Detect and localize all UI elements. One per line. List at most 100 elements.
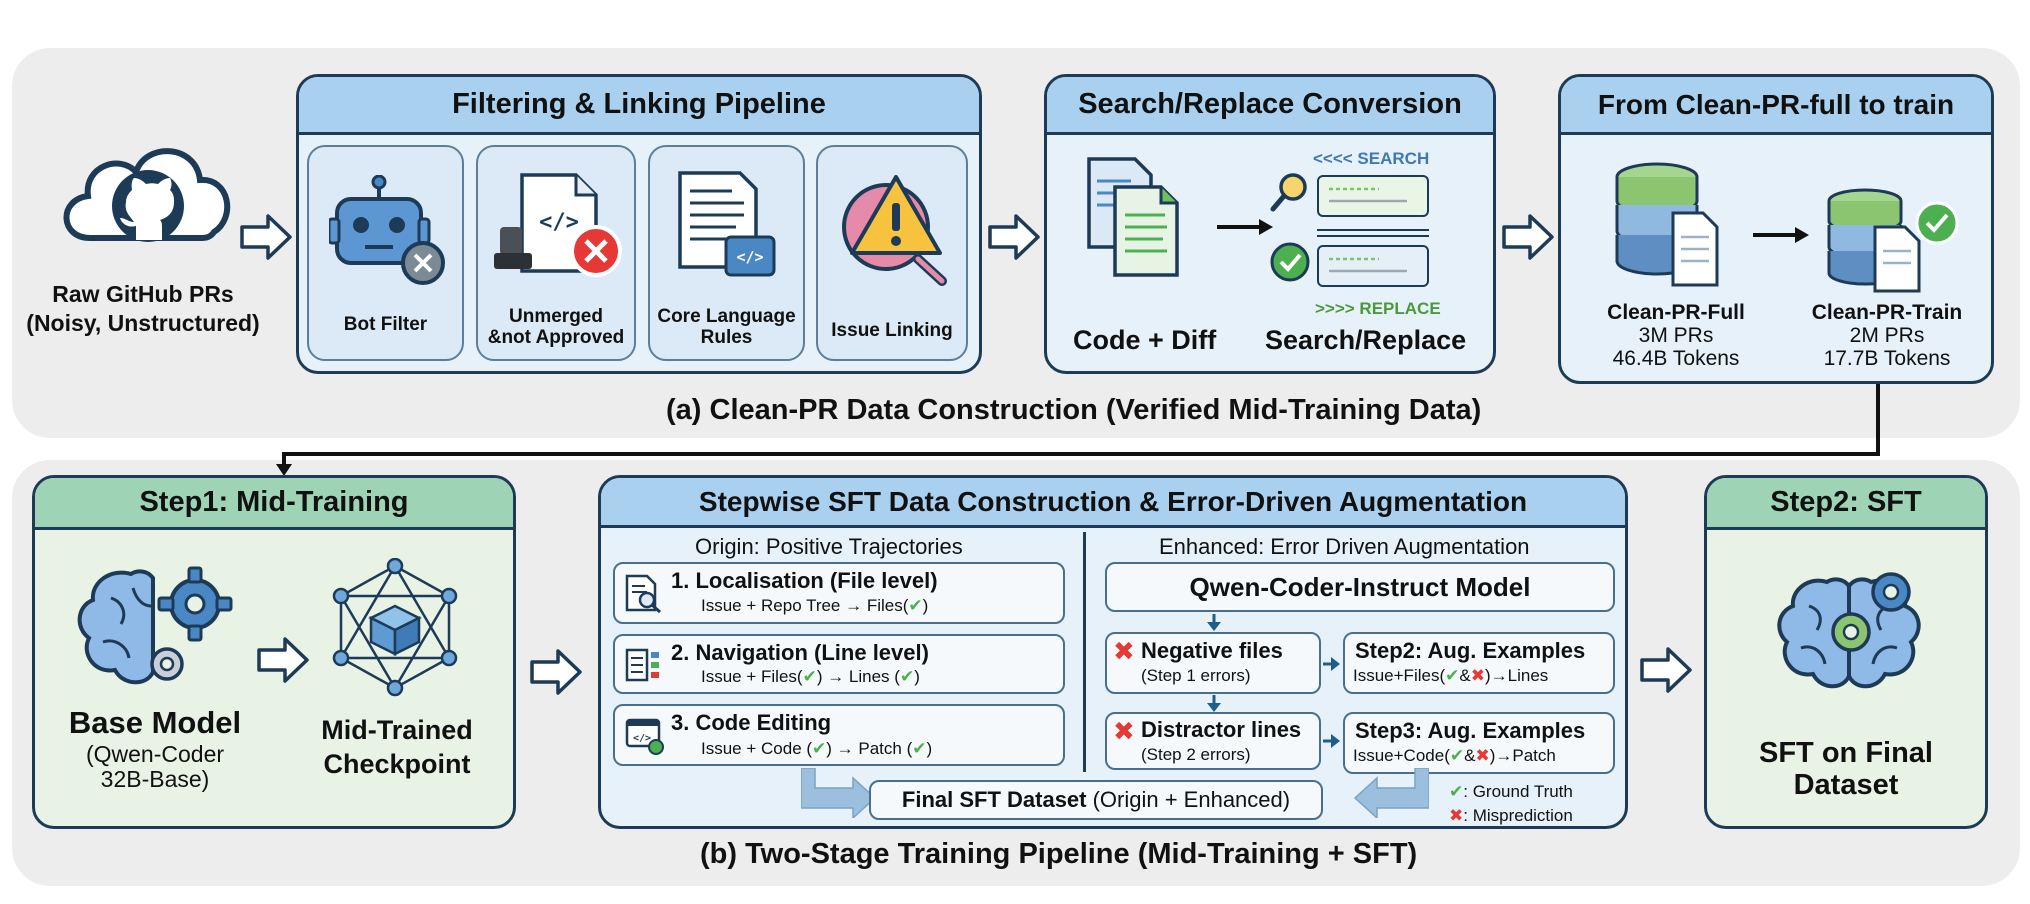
rejected-file-icon: </> <box>492 171 624 283</box>
base-model-sub1: (Qwen-Coder <box>85 741 225 768</box>
bot-filter-label: Bot Filter <box>343 314 428 335</box>
navigation-sub: Issue + Files(✔) → Lines (✔) <box>701 667 920 687</box>
aug-step2-title: Step2: Aug. Examples <box>1355 638 1586 663</box>
distractor-lines-box: ✖ Distractor lines (Step 2 errors) <box>1105 712 1321 770</box>
sft-construction-title: Stepwise SFT Data Construction & Error-D… <box>601 478 1625 528</box>
step2-panel: Step2: SFT SFT on Final Dataset <box>1704 475 1988 829</box>
svg-text:</>: </> <box>736 248 763 266</box>
cross-icon: ✖ <box>1449 806 1464 825</box>
clean-pr-train-panel: From Clean-PR-full to train <box>1558 74 1994 384</box>
merge-arrow-left <box>801 768 881 818</box>
check-icon: ✔ <box>1449 782 1464 801</box>
right-arrow-1 <box>1323 656 1341 672</box>
flow-arrow-4 <box>530 648 582 696</box>
enhanced-header: Enhanced: Error Driven Augmentation <box>1159 534 1530 559</box>
check-icon: ✔ <box>899 667 915 686</box>
navigation-sub-a: Issue + Files( <box>701 667 803 686</box>
robot-icon <box>329 175 447 287</box>
legend-misprediction-text: : Misprediction <box>1463 806 1573 825</box>
aug-step3-sub-b: →Patch <box>1495 746 1556 765</box>
base-model-sub2: 32B-Base) <box>100 766 210 793</box>
search-replace-caption: Search/Replace <box>1265 325 1467 355</box>
aug-step2-sub: Issue+Files(✔&✖)→Lines <box>1353 666 1548 686</box>
code-documents-icon: </> <box>676 169 786 283</box>
legend-misprediction: ✖: Misprediction <box>1449 806 1573 826</box>
unmerged-label: Unmerged &not Approved <box>478 306 634 349</box>
flow-arrow-1 <box>240 213 292 261</box>
cross-icon: ✖ <box>1470 666 1485 685</box>
tree-list-icon <box>625 648 663 684</box>
clean-pr-full-name: Clean-PR-Full <box>1607 301 1745 324</box>
origin-header: Origin: Positive Trajectories <box>695 534 963 559</box>
core-language-label: Core Language Rules <box>650 306 803 349</box>
ampersand: & <box>1464 746 1476 765</box>
code-diff-caption: Code + Diff <box>1073 325 1217 355</box>
base-model-title: Base Model <box>68 705 242 740</box>
file-search-icon <box>625 574 663 614</box>
brain-gears-icon <box>71 558 241 698</box>
magnifier-icon <box>1269 171 1311 213</box>
search-replace-panel: Search/Replace Conversion <<<< SEARCH >>… <box>1044 74 1496 374</box>
down-arrow-1 <box>1205 614 1223 632</box>
aug-step2-sub-a: Issue+Files( <box>1353 666 1446 685</box>
distractor-lines-title: Distractor lines <box>1141 717 1302 742</box>
svg-text:</>: </> <box>539 210 579 235</box>
final-sft-dataset-title: Final SFT Dataset <box>901 787 1087 812</box>
code-diff-icon <box>1085 155 1185 279</box>
unmerged-card: </> Unmerged &not Approved <box>476 145 636 361</box>
localisation-title: 1. Localisation (File level) <box>671 568 938 593</box>
brain-sft-icon <box>1771 568 1931 698</box>
check-icon: ✔ <box>802 667 817 686</box>
reduce-arrow <box>1751 225 1811 245</box>
origin-row-code-editing: </> 3. Code Editing Issue + Code (✔) → P… <box>613 704 1065 766</box>
raw-prs-line2: (Noisy, Unstructured) <box>26 310 260 337</box>
navigation-title: 2. Navigation (Line level) <box>671 640 929 665</box>
clean-pr-train-db-icon <box>1825 187 1961 293</box>
code-editing-sub: Issue + Code (✔) → Patch (✔) <box>701 739 932 759</box>
clean-pr-train-name: Clean-PR-Train <box>1811 301 1963 324</box>
step2-label-line1: SFT on Final <box>1759 737 1933 769</box>
close-paren: ) <box>1484 666 1491 685</box>
clean-pr-full-db-icon <box>1613 161 1723 291</box>
issue-linking-label: Issue Linking <box>831 320 953 341</box>
check-icon: ✔ <box>1445 666 1460 685</box>
down-arrow-2 <box>1205 695 1223 713</box>
core-language-line1: Core Language <box>657 306 796 327</box>
aug-step2-box: Step2: Aug. Examples Issue+Files(✔&✖)→Li… <box>1343 632 1615 694</box>
check-circle-icon <box>1269 241 1311 283</box>
step2-title: Step2: SFT <box>1707 478 1985 530</box>
check-icon: ✔ <box>1449 746 1465 765</box>
flow-arrow-3 <box>1502 213 1554 261</box>
separator-line <box>1317 229 1429 237</box>
qwen-instruct-model-label: Qwen-Coder-Instruct Model <box>1189 571 1531 602</box>
final-sft-dataset-rest: (Origin + Enhanced) <box>1086 787 1291 812</box>
core-language-line2: Rules <box>700 326 753 348</box>
check-icon: ✔ <box>908 596 923 615</box>
github-cloud-icon <box>50 118 240 268</box>
replace-tag: >>>> REPLACE <box>1315 299 1441 318</box>
stage-connector <box>272 384 1892 478</box>
aug-step3-title: Step3: Aug. Examples <box>1355 718 1586 743</box>
section-a-caption: (a) Clean-PR Data Construction (Verified… <box>666 394 1482 426</box>
flow-arrow-5 <box>1640 646 1692 694</box>
cross-icon: ✖ <box>1475 746 1490 765</box>
aug-step3-box: Step3: Aug. Examples Issue+Code(✔&✖)→Pat… <box>1343 712 1615 774</box>
final-sft-dataset-box: Final SFT Dataset (Origin + Enhanced) <box>869 780 1323 820</box>
search-tag: <<<< SEARCH <box>1313 149 1430 168</box>
core-language-card: </> Core Language Rules <box>648 145 805 361</box>
convert-arrow <box>1215 217 1275 237</box>
checkpoint-line1: Mid-Trained <box>321 715 473 745</box>
origin-row-localisation: 1. Localisation (File level) Issue + Rep… <box>613 562 1065 624</box>
column-divider <box>1083 532 1086 772</box>
step1-title: Step1: Mid-Training <box>35 478 513 530</box>
search-block <box>1317 175 1429 217</box>
checkpoint-line2: Checkpoint <box>323 748 471 779</box>
close-paren: ) <box>922 596 929 615</box>
cross-icon: ✖ <box>1113 636 1135 666</box>
code-editing-sub-a: Issue + Code ( <box>701 739 813 758</box>
close-paren: ) <box>914 667 920 686</box>
ampersand: & <box>1459 666 1471 685</box>
step1-inner-arrow <box>257 636 309 684</box>
negative-files-box: ✖ Negative files (Step 1 errors) <box>1105 632 1321 694</box>
unmerged-label-line2: &not Approved <box>487 326 625 348</box>
